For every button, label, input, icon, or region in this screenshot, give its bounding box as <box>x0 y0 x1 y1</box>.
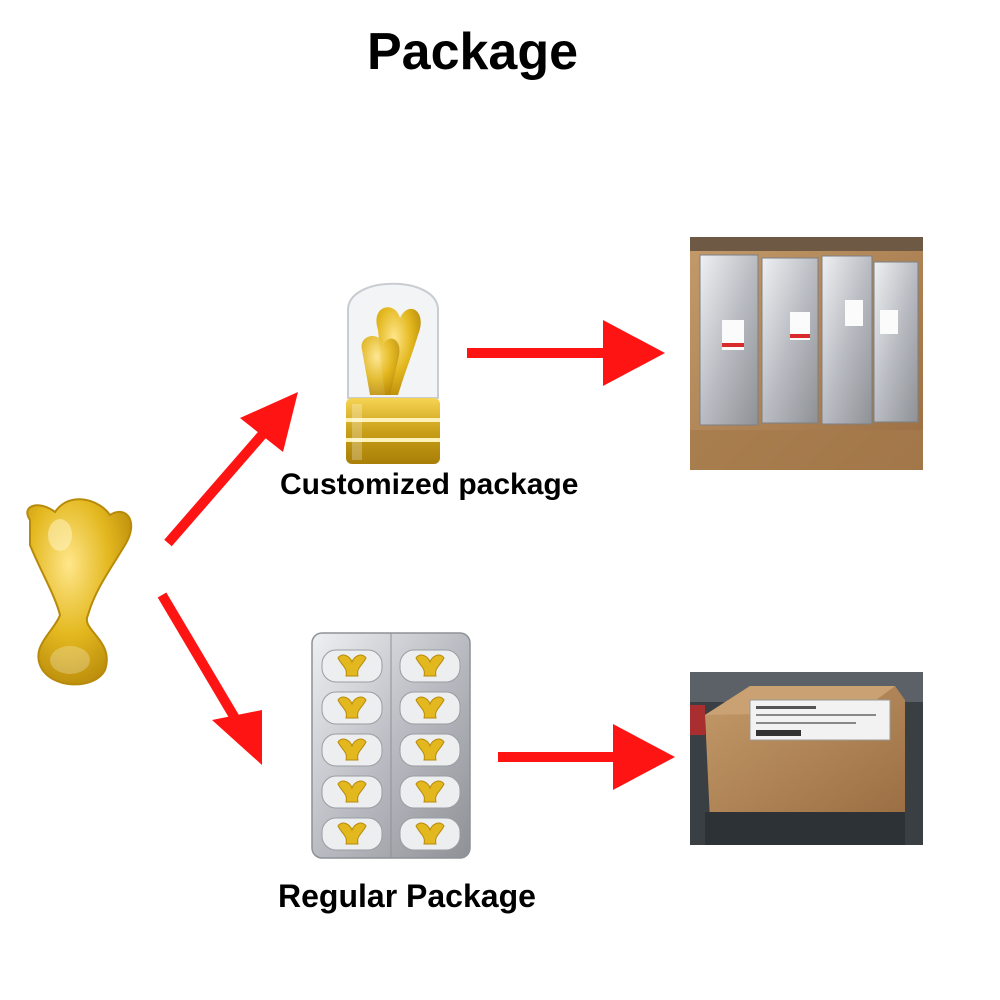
bottle-icon <box>346 282 440 464</box>
blister-cell <box>399 733 461 767</box>
blister-cell <box>399 775 461 809</box>
page-title: Package <box>366 23 579 81</box>
arrow-to-regular <box>157 592 262 765</box>
capsule-icon <box>26 498 133 686</box>
blister-cell <box>321 775 383 809</box>
blister-cell <box>399 817 461 851</box>
blister-cell <box>321 649 383 683</box>
blister-cell <box>399 649 461 683</box>
arrow-customized-to-box <box>467 320 665 386</box>
blister-cell <box>399 691 461 725</box>
customized-package-label: Customized package <box>280 468 579 501</box>
blister-cell <box>321 733 383 767</box>
regular-package-label: Regular Package <box>278 878 536 914</box>
shipping-box-photo <box>690 672 923 845</box>
box-foil-bags-photo <box>690 237 923 470</box>
blister-cell <box>321 817 383 851</box>
blister-pack-icon <box>311 632 471 859</box>
blister-cell <box>321 691 383 725</box>
arrow-regular-to-box <box>498 724 675 790</box>
arrow-to-customized <box>164 392 298 547</box>
